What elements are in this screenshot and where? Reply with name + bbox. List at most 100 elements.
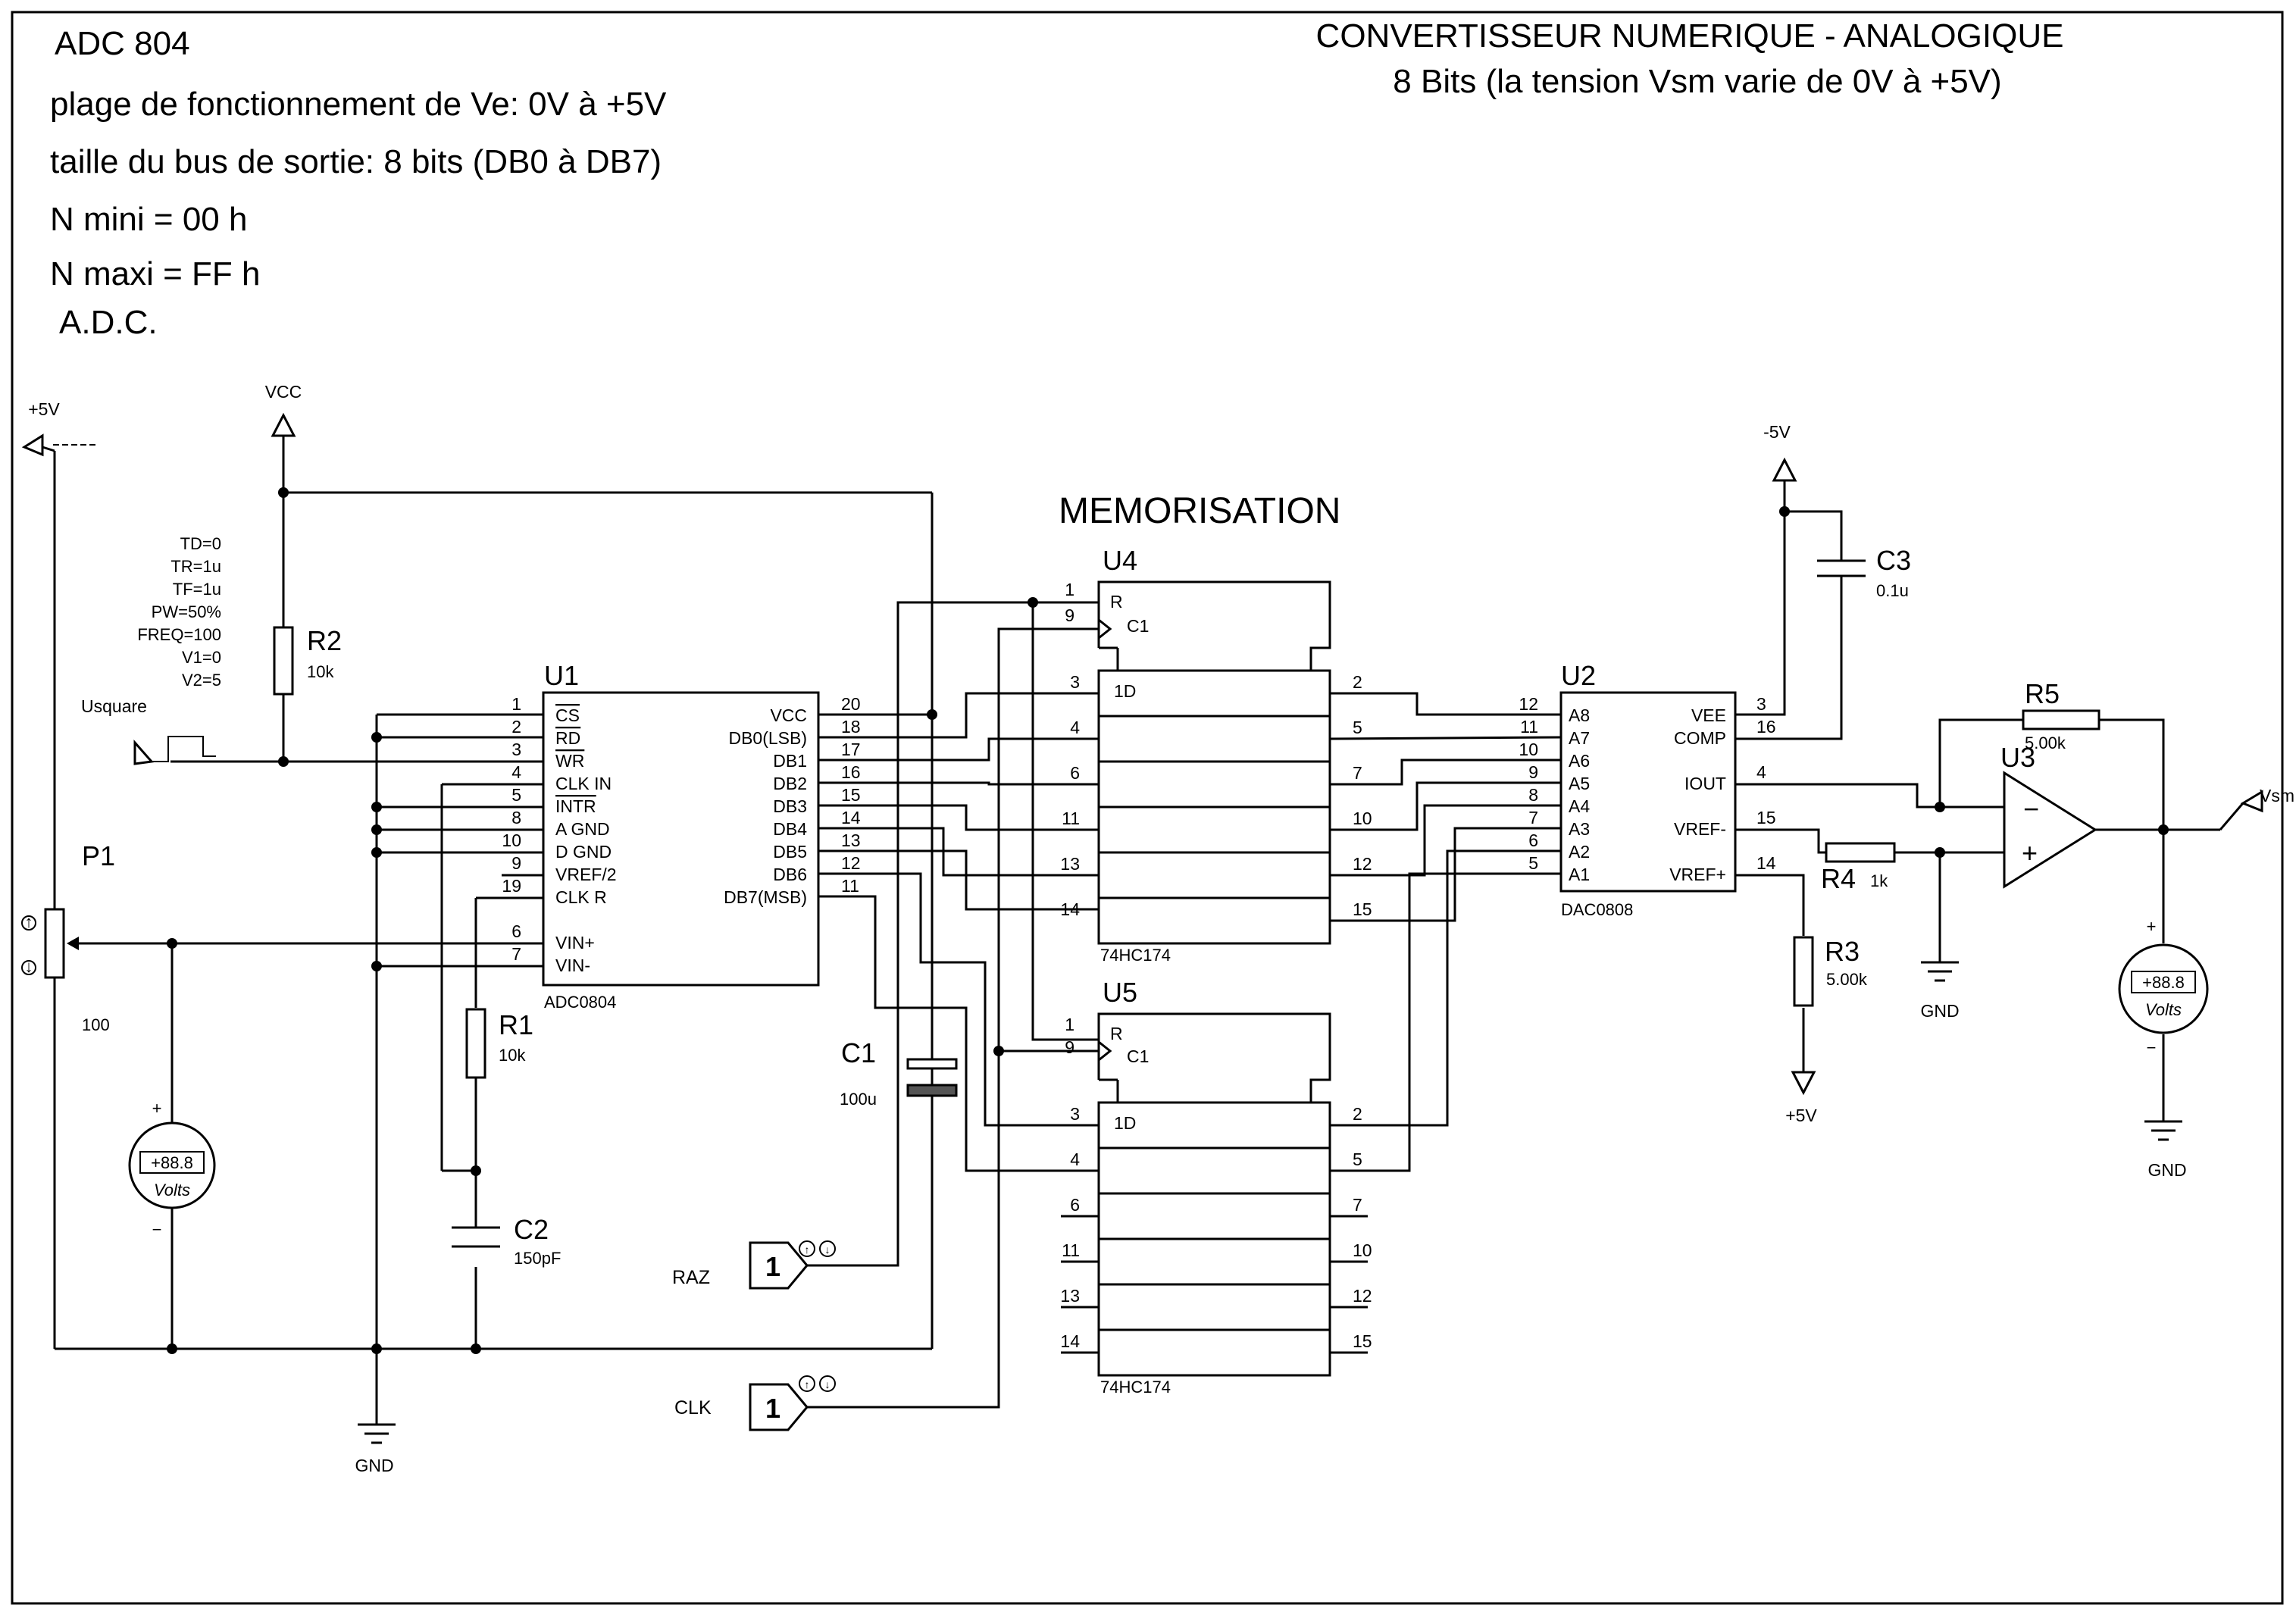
u4-in-pin: 13 bbox=[1060, 854, 1080, 874]
svg-text:↑: ↑ bbox=[805, 1378, 810, 1390]
ic-u4-74hc174: U4 R C1 1D 1 9 3 4 6 11 13 14 2 5 7 10 1… bbox=[1060, 545, 1372, 965]
u4-out-pin: 15 bbox=[1353, 899, 1372, 919]
u1-pin-label: VCC bbox=[770, 705, 807, 725]
generator-param: TF=1u bbox=[173, 580, 221, 599]
gnd-opamp-label: GND bbox=[1920, 1001, 1959, 1021]
u1-pin-label: DB2 bbox=[773, 774, 807, 793]
svg-text:↓: ↓ bbox=[25, 957, 33, 976]
voltmeter-vsm-plus: + bbox=[2147, 917, 2157, 936]
wires bbox=[53, 436, 2244, 1425]
p1-value: 100 bbox=[82, 1015, 110, 1034]
voltmeter-ve-plus: + bbox=[152, 1099, 162, 1118]
ic-u1-adc0804: U1 ADC0804 1 CS 2 RD 3 WR 4 CLK IN 5 INT… bbox=[502, 660, 860, 1012]
u5-d-label: 1D bbox=[1114, 1113, 1136, 1133]
u2-pin-label: A6 bbox=[1569, 751, 1590, 771]
junction-dots bbox=[167, 487, 2169, 1354]
svg-text:↑: ↑ bbox=[25, 912, 33, 931]
u1-pin-label: WR bbox=[555, 751, 584, 771]
clk-up-icon[interactable] bbox=[799, 1375, 815, 1392]
resistor-r2: R2 10k bbox=[273, 625, 342, 696]
u2-left-pins: 12 A8 11 A7 10 A6 9 A5 8 A4 7 A3 6 A2 5 … bbox=[1519, 694, 1590, 884]
gnd-voltmeter-label: GND bbox=[2147, 1160, 2186, 1180]
u4-out-pins: 2 5 7 10 12 15 bbox=[1353, 672, 1372, 919]
u2-pin-label: A4 bbox=[1569, 796, 1590, 816]
u2-pin-number: 16 bbox=[1756, 717, 1776, 737]
generator-param: PW=50% bbox=[152, 602, 221, 621]
u1-pin-number: 3 bbox=[511, 740, 521, 759]
header-line-5: N maxi = FF h bbox=[50, 255, 261, 292]
header-left: ADC 804 plage de fonctionnement de Ve: 0… bbox=[50, 25, 667, 341]
r3-value: 5.00k bbox=[1826, 970, 1868, 989]
raz-up-icon[interactable] bbox=[799, 1240, 815, 1257]
decrement-icon[interactable] bbox=[21, 960, 36, 975]
header-line-2: plage de fonctionnement de Ve: 0V à +5V bbox=[50, 86, 667, 123]
u1-pin-label: CLK R bbox=[555, 887, 607, 907]
u4-ref: U4 bbox=[1103, 545, 1137, 576]
r4-ref: R4 bbox=[1821, 863, 1856, 894]
u2-pin-label: A8 bbox=[1569, 705, 1590, 725]
gnd-adc-label: GND bbox=[355, 1456, 393, 1475]
gnd-adc: GND bbox=[355, 1423, 396, 1475]
clk-state: 1 bbox=[765, 1393, 780, 1424]
gnd-opamp: GND bbox=[1920, 961, 1960, 1021]
resistor-r4: R4 1k bbox=[1821, 842, 1896, 894]
raz-label: RAZ bbox=[672, 1267, 710, 1288]
u5-out-pin: 12 bbox=[1353, 1286, 1372, 1306]
u4-in-pin: 4 bbox=[1070, 718, 1080, 737]
u2-pin-label: IOUT bbox=[1684, 774, 1726, 793]
gnd-voltmeter: GND bbox=[2144, 1120, 2187, 1180]
u5-out-pin: 7 bbox=[1353, 1195, 1362, 1215]
u1-pin-label: VIN- bbox=[555, 956, 590, 975]
ic-u5-74hc174: U5 R C1 1D 1 9 3 4 6 11 13 14 2 5 7 10 1… bbox=[1060, 977, 1372, 1397]
capacitor-c3: C3 0.1u bbox=[1817, 545, 1911, 600]
voltmeter-vsm-minus: − bbox=[2147, 1038, 2157, 1057]
u1-pin-number: 18 bbox=[841, 717, 861, 737]
u2-ref: U2 bbox=[1561, 660, 1596, 691]
u1-pin-label: CS bbox=[555, 705, 580, 725]
increment-icon[interactable] bbox=[21, 915, 36, 931]
u1-left-pins: 1 CS 2 RD 3 WR 4 CLK IN 5 INTR 8 A GND 1… bbox=[502, 694, 616, 975]
raz-down-icon[interactable] bbox=[819, 1240, 836, 1257]
header-line-4: N mini = 00 h bbox=[50, 201, 247, 238]
u2-pin-label: COMP bbox=[1674, 728, 1726, 748]
u4-out-pin: 7 bbox=[1353, 763, 1362, 783]
u4-r-label: R bbox=[1110, 592, 1123, 612]
u1-pin-label: DB4 bbox=[773, 819, 807, 839]
raz-input[interactable]: 1 RAZ ↑ ↓ bbox=[672, 1240, 836, 1290]
clk-down-icon[interactable] bbox=[819, 1375, 836, 1392]
u5-r-pin: 1 bbox=[1065, 1015, 1074, 1034]
u1-pin-number: 12 bbox=[841, 853, 861, 873]
resistor-r1: R1 10k bbox=[465, 1008, 533, 1079]
u4-c1-label: C1 bbox=[1127, 616, 1149, 636]
u1-pin-label: CLK IN bbox=[555, 774, 612, 793]
u3-plus: + bbox=[2022, 837, 2038, 868]
potentiometer-p1: P1 100 ↑ ↓ bbox=[21, 840, 115, 1034]
u5-ref: U5 bbox=[1103, 977, 1137, 1008]
u2-pin-label: VEE bbox=[1691, 705, 1726, 725]
u1-pin-number: 11 bbox=[841, 876, 859, 896]
plus5-r3-terminal: +5V bbox=[1785, 1061, 1817, 1125]
u1-pin-label: DB0(LSB) bbox=[728, 728, 807, 748]
u4-in-pin: 11 bbox=[1062, 809, 1080, 828]
u2-pin-label: A1 bbox=[1569, 865, 1590, 884]
u2-pin-number: 12 bbox=[1519, 694, 1538, 714]
generator-param: V2=5 bbox=[182, 671, 221, 690]
voltmeter-vsm: +88.8 Volts + − bbox=[2118, 917, 2209, 1057]
u4-part: 74HC174 bbox=[1100, 946, 1171, 965]
u1-pin-number: 1 bbox=[511, 694, 521, 714]
header-line-3: taille du bus de sortie: 8 bits (DB0 à D… bbox=[50, 143, 662, 180]
vcc-terminal: VCC bbox=[265, 382, 302, 447]
raz-state: 1 bbox=[765, 1251, 780, 1282]
u2-pin-number: 5 bbox=[1528, 853, 1538, 873]
u2-pin-label: A3 bbox=[1569, 819, 1590, 839]
svg-text:↓: ↓ bbox=[825, 1378, 831, 1390]
plus5-source-label: +5V bbox=[28, 399, 60, 419]
u4-c-pin: 9 bbox=[1065, 605, 1074, 625]
u1-right-pins: 20 VCC 18 DB0(LSB) 17 DB1 16 DB2 15 DB3 … bbox=[724, 694, 861, 907]
u1-part: ADC0804 bbox=[544, 993, 616, 1012]
voltmeter-ve-reading: +88.8 bbox=[151, 1153, 193, 1172]
u1-pin-number: 10 bbox=[502, 830, 521, 850]
u1-pin-label: DB1 bbox=[773, 751, 807, 771]
clk-input[interactable]: 1 CLK ↑ ↓ bbox=[674, 1375, 836, 1431]
